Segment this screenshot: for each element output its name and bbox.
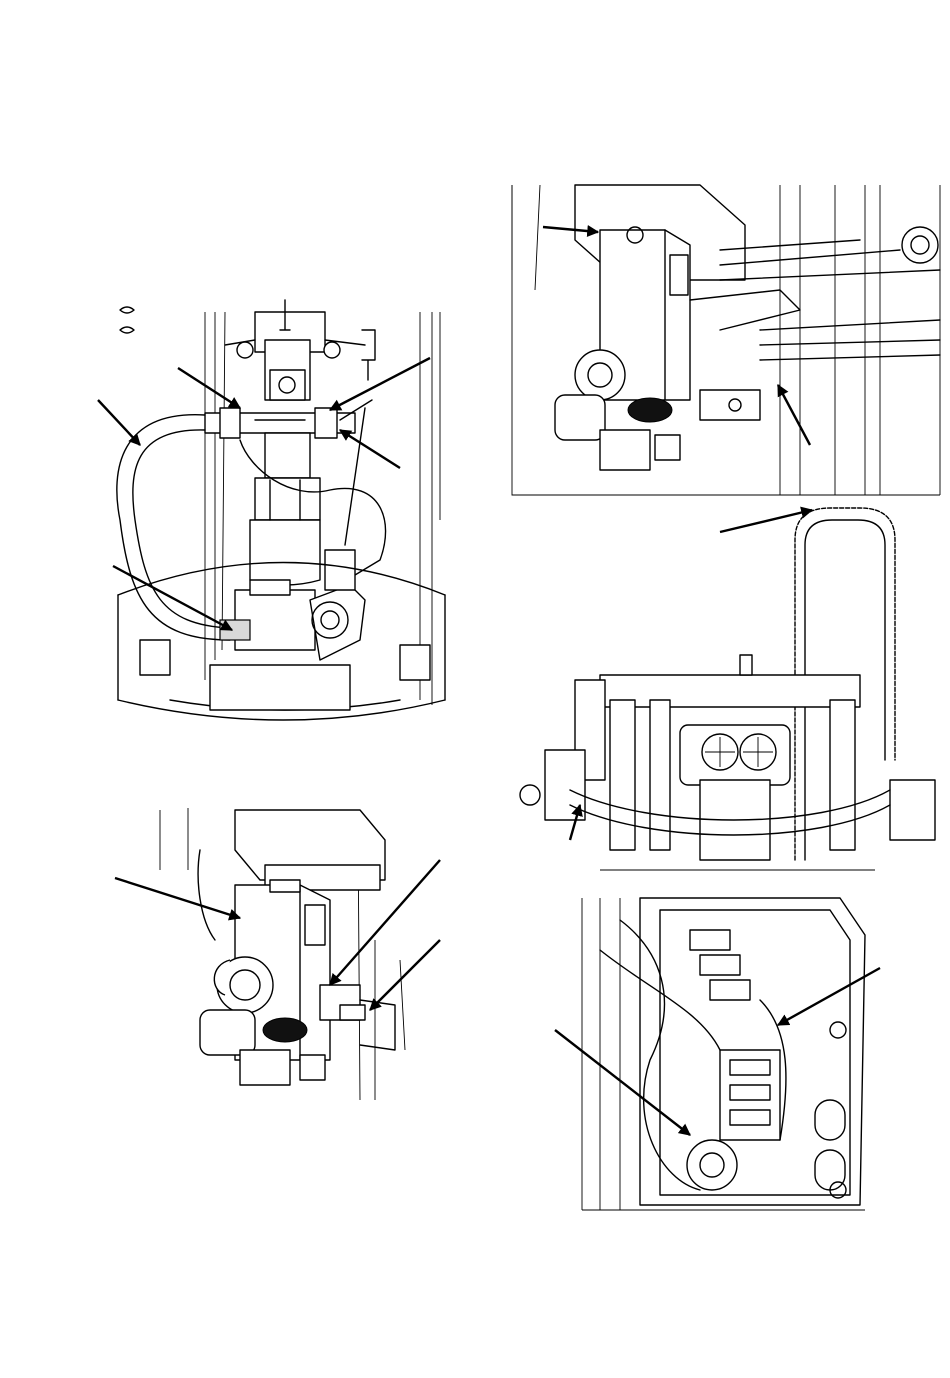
figure-control-box	[555, 898, 880, 1210]
callout-arrow-elbow	[370, 940, 440, 1010]
callout-arrow-valve	[113, 566, 232, 630]
callout-arrow-block	[115, 878, 240, 918]
callout-arrow-fitting-left	[178, 368, 240, 408]
legend-symbol-2-icon	[120, 327, 134, 333]
figure-regulator-block-left	[115, 808, 440, 1100]
figure-pump-valve-assembly	[98, 300, 445, 720]
callout-arrow-chain	[720, 510, 812, 532]
legend-symbol-1-icon	[120, 307, 134, 313]
callout-arrow-hose	[98, 400, 140, 445]
callout-arrow-line	[340, 430, 400, 468]
figure-regulator-block-right	[512, 185, 940, 495]
callout-arrow-fitting-right	[330, 358, 430, 410]
callout-arrow-tube	[778, 385, 810, 445]
figure-cable-carrier	[520, 508, 935, 870]
